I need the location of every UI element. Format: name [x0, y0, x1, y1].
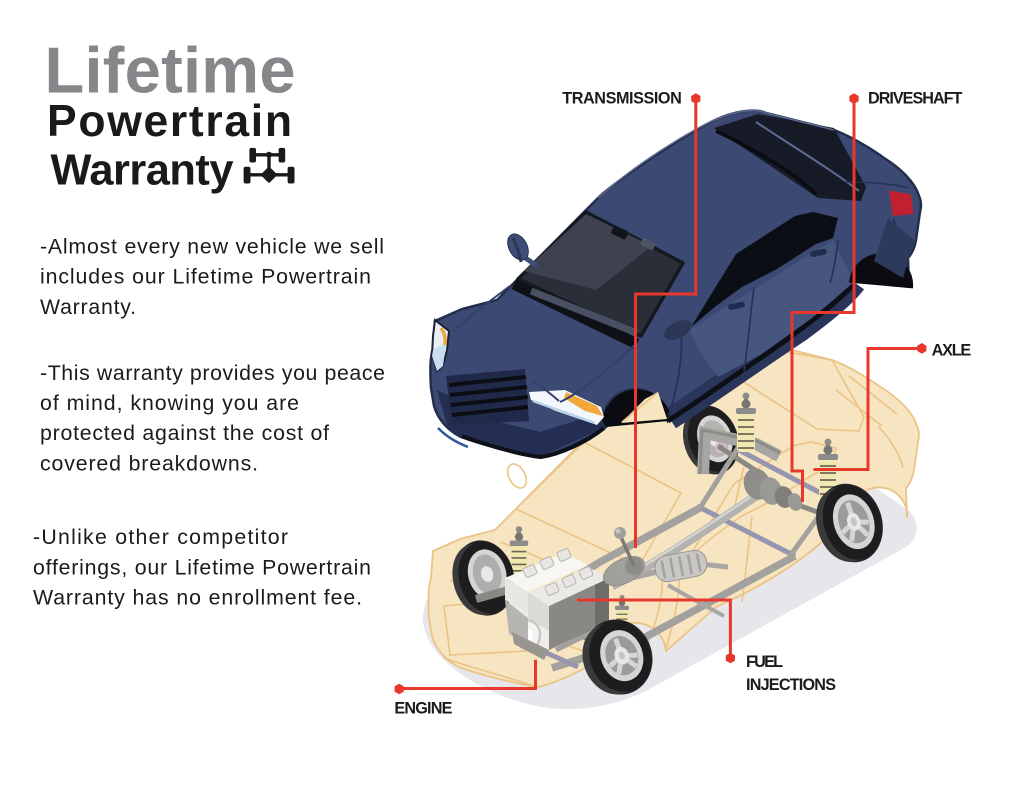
svg-text:FUEL: FUEL — [746, 653, 783, 671]
svg-text:Warranty: Warranty — [51, 146, 234, 194]
svg-text:TRANSMISSION: TRANSMISSION — [562, 90, 682, 108]
svg-text:-This warranty provides you pe: -This warranty provides you peace — [40, 361, 385, 385]
svg-text:AXLE: AXLE — [932, 341, 972, 359]
svg-text:INJECTIONS: INJECTIONS — [746, 676, 836, 694]
svg-text:Warranty.: Warranty. — [40, 295, 136, 319]
svg-text:DRIVESHAFT: DRIVESHAFT — [868, 90, 963, 108]
svg-text:covered breakdowns.: covered breakdowns. — [40, 451, 258, 475]
svg-text:Powertrain: Powertrain — [47, 97, 292, 146]
svg-text:-Almost every new vehicle we s: -Almost every new vehicle we sell — [40, 235, 384, 259]
svg-text:of mind, knowing you are: of mind, knowing you are — [40, 391, 299, 415]
svg-text:Warranty has no enrollment fee: Warranty has no enrollment fee. — [33, 586, 362, 610]
svg-text:Lifetime: Lifetime — [45, 34, 296, 107]
svg-text:ENGINE: ENGINE — [394, 700, 452, 718]
svg-text:protected against the cost of: protected against the cost of — [40, 421, 329, 445]
svg-text:includes our Lifetime Powertra: includes our Lifetime Powertrain — [40, 265, 371, 289]
svg-text:offerings, our Lifetime Powert: offerings, our Lifetime Powertrain — [33, 555, 371, 579]
